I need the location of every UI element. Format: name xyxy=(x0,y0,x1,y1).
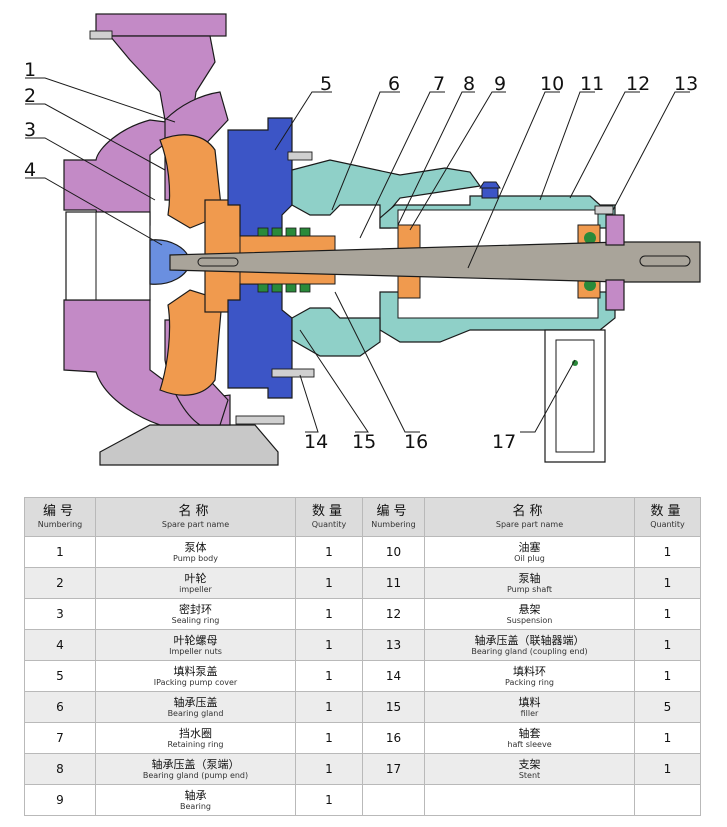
support-stent xyxy=(544,329,606,463)
part-quantity: 1 xyxy=(634,753,701,785)
part-number: 3 xyxy=(24,598,96,630)
part-quantity: 1 xyxy=(295,691,363,723)
part-number: 16 xyxy=(362,722,425,754)
part-number: 7 xyxy=(24,722,96,754)
part-number: 13 xyxy=(362,629,425,661)
bearing-gland-coupling-end xyxy=(605,214,625,311)
callout-13: 13 xyxy=(674,73,698,95)
callout-10: 10 xyxy=(540,73,564,95)
part-name: 轴承压盖（联轴器端）Bearing gland (coupling end) xyxy=(424,629,635,661)
part-quantity: 5 xyxy=(634,691,701,723)
part-number: 6 xyxy=(24,691,96,723)
part-number xyxy=(362,784,425,816)
pump-cross-section-diagram: 1 2 3 4 5 6 7 8 9 10 11 12 13 14 15 16 1… xyxy=(24,13,701,466)
part-number: 12 xyxy=(362,598,425,630)
part-number: 11 xyxy=(362,567,425,599)
part-number: 8 xyxy=(24,753,96,785)
oil-plug xyxy=(479,181,501,199)
part-quantity: 1 xyxy=(295,598,363,630)
leader-lines xyxy=(25,77,690,433)
part-number: 4 xyxy=(24,629,96,661)
part-quantity: 1 xyxy=(634,598,701,630)
part-quantity: 1 xyxy=(295,536,363,568)
callout-14: 14 xyxy=(304,431,328,453)
pump-foot xyxy=(99,424,279,466)
part-number: 14 xyxy=(362,660,425,692)
callout-2: 2 xyxy=(24,85,36,107)
part-number: 17 xyxy=(362,753,425,785)
part-quantity: 1 xyxy=(634,567,701,599)
callout-16: 16 xyxy=(404,431,428,453)
callout-12: 12 xyxy=(626,73,650,95)
callout-17: 17 xyxy=(492,431,516,453)
part-quantity: 1 xyxy=(295,722,363,754)
part-number: 10 xyxy=(362,536,425,568)
part-quantity: 1 xyxy=(634,660,701,692)
part-number: 9 xyxy=(24,784,96,816)
callout-8: 8 xyxy=(463,73,475,95)
part-quantity: 1 xyxy=(634,629,701,661)
callout-4: 4 xyxy=(24,159,36,181)
part-number: 1 xyxy=(24,536,96,568)
part-quantity: 1 xyxy=(295,753,363,785)
callout-5: 5 xyxy=(320,73,332,95)
callout-7: 7 xyxy=(433,73,445,95)
part-number: 15 xyxy=(362,691,425,723)
part-quantity: 1 xyxy=(295,567,363,599)
part-quantity: 1 xyxy=(295,784,363,816)
bolts xyxy=(89,30,614,425)
part-number: 2 xyxy=(24,567,96,599)
callout-1: 1 xyxy=(24,59,36,81)
callout-9: 9 xyxy=(494,73,506,95)
part-quantity: 1 xyxy=(634,536,701,568)
suction-inlet xyxy=(65,211,151,301)
part-quantity: 1 xyxy=(295,629,363,661)
part-number: 5 xyxy=(24,660,96,692)
table-row: 8 轴承压盖（泵端）Bearing gland (pump end) 1 17 … xyxy=(24,753,701,785)
part-name xyxy=(424,784,635,816)
part-quantity: 1 xyxy=(634,722,701,754)
callout-3: 3 xyxy=(24,119,36,141)
part-quantity xyxy=(634,784,701,816)
part-quantity: 1 xyxy=(295,660,363,692)
part-name: 轴承压盖（泵端）Bearing gland (pump end) xyxy=(95,753,296,785)
callout-11: 11 xyxy=(580,73,604,95)
callout-labels: 1 2 3 4 5 6 7 8 9 10 11 12 13 14 15 16 1… xyxy=(24,59,698,453)
callout-6: 6 xyxy=(388,73,400,95)
callout-15: 15 xyxy=(352,431,376,453)
